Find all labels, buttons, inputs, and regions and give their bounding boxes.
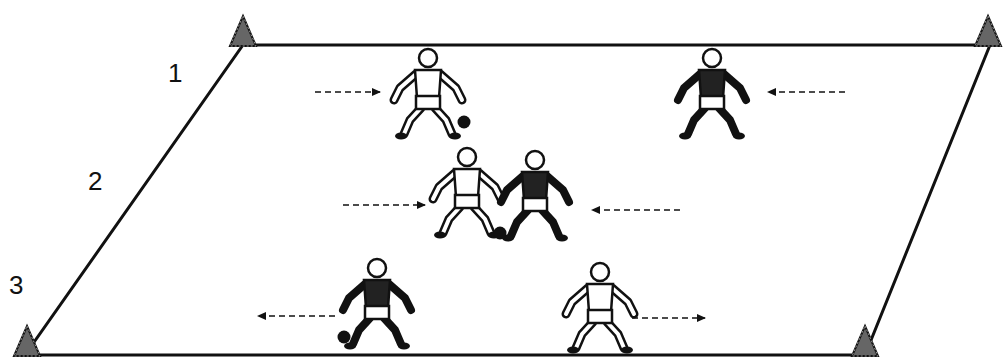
white-player xyxy=(394,49,462,140)
cone xyxy=(14,326,40,356)
ball xyxy=(494,227,507,240)
side-number: 3 xyxy=(9,272,23,298)
black-player xyxy=(501,151,569,242)
cone xyxy=(852,326,878,356)
white-player xyxy=(566,263,634,354)
side-number: 1 xyxy=(168,60,182,86)
cone xyxy=(230,16,256,46)
movement-arrows xyxy=(258,92,845,318)
black-player xyxy=(678,49,746,140)
white-player xyxy=(433,148,501,239)
cone xyxy=(975,16,1001,46)
ball xyxy=(338,331,351,344)
side-number: 2 xyxy=(88,168,102,194)
black-player xyxy=(343,259,411,350)
field-boundary xyxy=(25,45,990,355)
ball xyxy=(458,116,471,129)
